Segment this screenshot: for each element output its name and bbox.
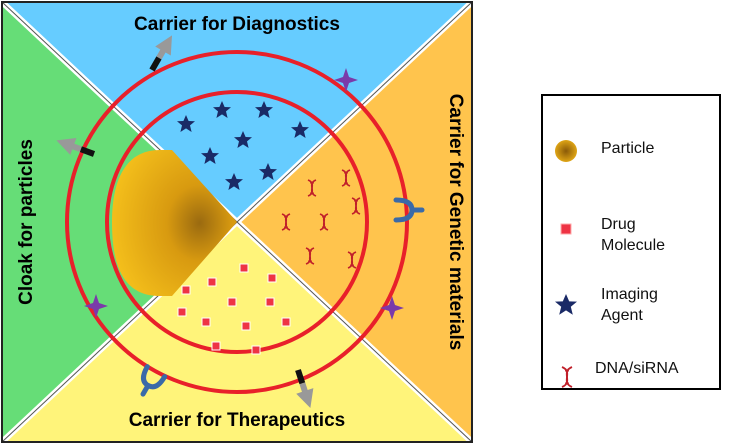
inner-ring — [105, 90, 369, 354]
dna-icon — [561, 366, 573, 388]
drug-molecule-icon — [560, 223, 572, 235]
particle-icon — [555, 140, 577, 162]
drug-molecule — [177, 307, 187, 317]
particle-core — [112, 150, 237, 296]
legend-label-dna: DNA/siRNA — [595, 360, 679, 377]
imaging-agent-icon — [555, 294, 577, 315]
drug-molecule — [201, 317, 211, 327]
drug-molecule — [211, 341, 221, 351]
legend-label-imaging-agent: Imaging Agent — [601, 286, 658, 324]
title-left: Cloak for particles — [16, 139, 37, 305]
title-top: Carrier for Diagnostics — [134, 14, 340, 35]
quadrant-bottom — [2, 222, 472, 442]
title-bottom: Carrier for Therapeutics — [129, 410, 345, 431]
drug-molecule — [181, 285, 191, 295]
drug-molecule — [281, 317, 291, 327]
outer-ring — [65, 50, 409, 394]
drug-molecule — [267, 273, 277, 283]
drug-molecule — [239, 263, 249, 273]
drug-molecule — [207, 277, 217, 287]
title-right: Carrier for Genetic materials — [445, 94, 466, 351]
arrow-marker — [295, 369, 314, 409]
drug-molecule — [265, 297, 275, 307]
legend-label-particle: Particle — [601, 140, 655, 157]
legend: Particle Drug Molecule Imaging Agent DNA… — [541, 94, 721, 390]
drug-molecule — [227, 297, 237, 307]
drug-molecule — [251, 345, 261, 355]
arrow-marker — [56, 138, 96, 157]
arrow-marker — [149, 35, 172, 72]
legend-label-drug-molecule: Drug Molecule — [601, 216, 666, 254]
quadrant-top — [2, 2, 472, 222]
diagram-frame — [1, 1, 473, 443]
drug-molecule — [241, 321, 251, 331]
quadrant-right — [237, 2, 472, 442]
